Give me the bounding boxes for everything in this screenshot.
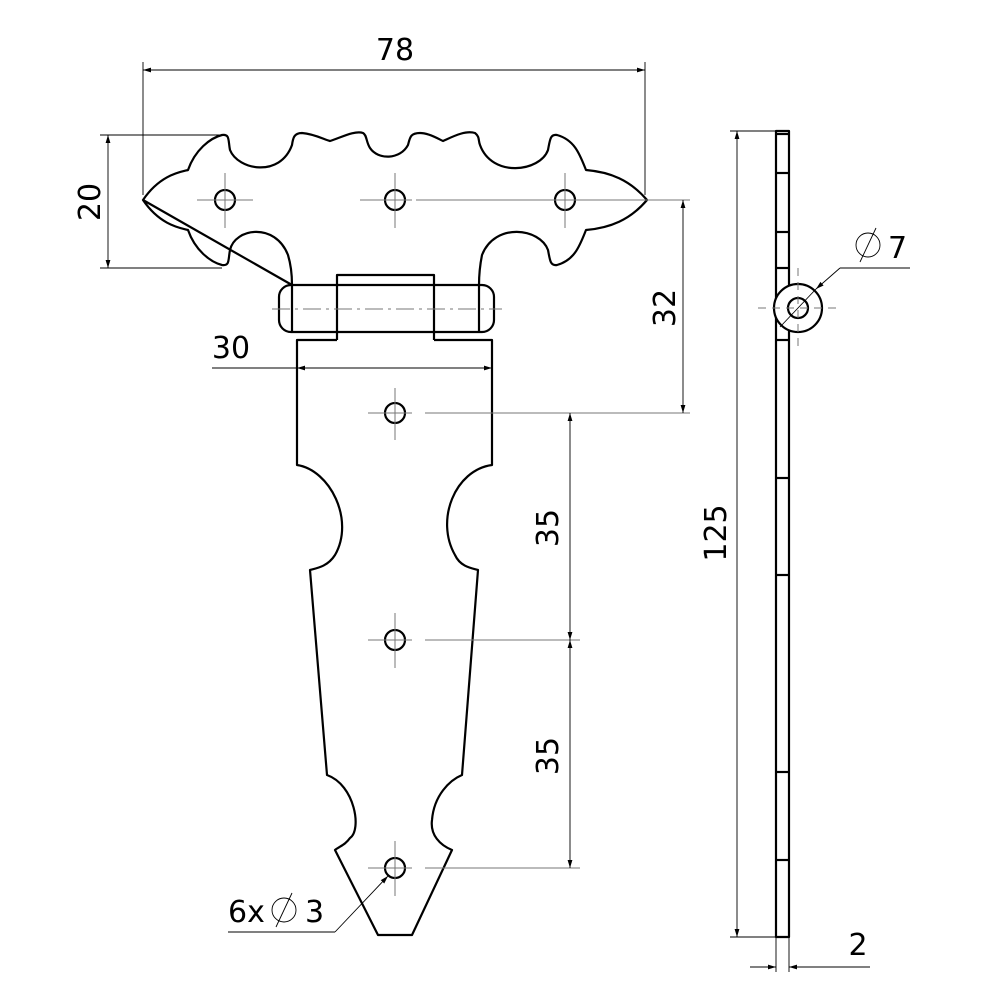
mounting-holes — [213, 188, 577, 880]
knuckle-diameter-label: 7 — [855, 227, 907, 266]
side-view — [758, 129, 840, 939]
dim-holes-count: 6x — [228, 895, 265, 930]
dim-overall-length: 125 — [699, 504, 734, 561]
dim-hole-diameter: 3 — [305, 895, 324, 930]
dim-knuckle-diameter: 7 — [888, 231, 907, 266]
top-leaf-outline — [141, 131, 649, 287]
bottom-leaf-outline — [295, 338, 494, 937]
dim-spacing-2: 35 — [531, 737, 566, 775]
center-knuckle — [335, 273, 436, 340]
dim-hole-vertical: 32 — [648, 289, 683, 327]
dim-hinge-width: 30 — [212, 331, 250, 366]
dim-spacing-1: 35 — [531, 509, 566, 547]
hole-diameter-label: 6x 3 — [228, 892, 324, 930]
dim-thickness: 2 — [848, 928, 867, 963]
dim-overall-width: 78 — [376, 33, 414, 68]
dim-top-height: 20 — [73, 183, 108, 221]
